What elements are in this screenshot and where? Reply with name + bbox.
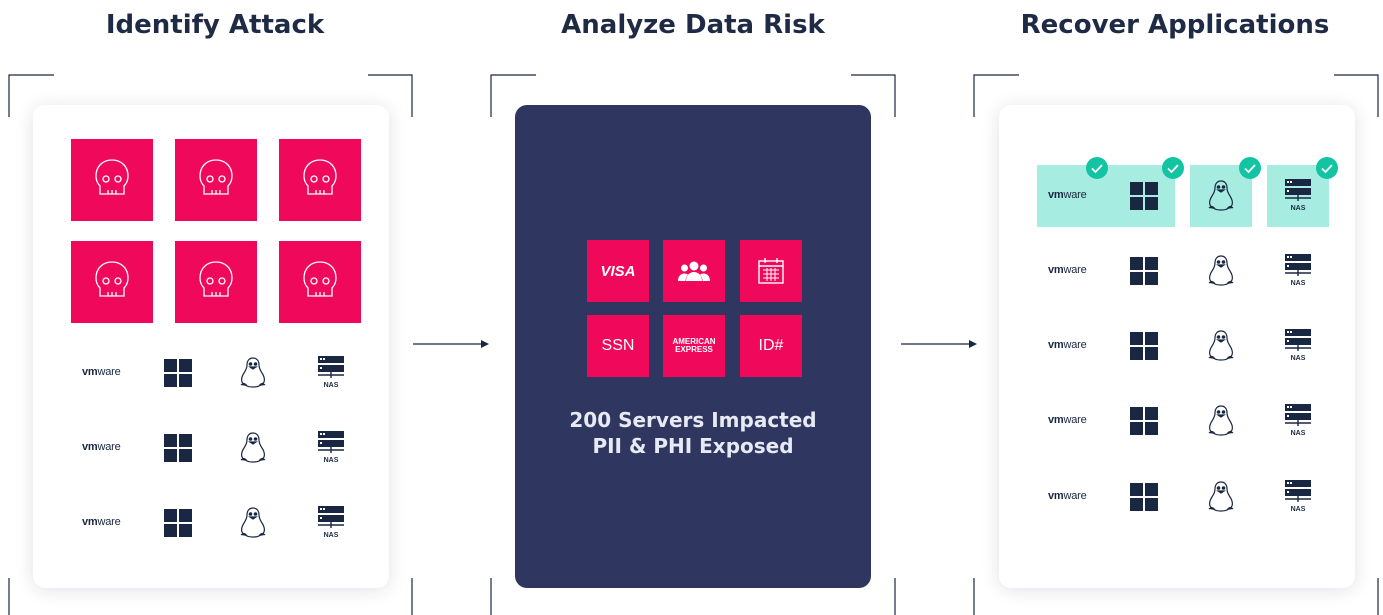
calendar-icon [740,240,802,302]
vmware-logo: vmware [82,366,121,378]
vmware-icon: vmware [1048,264,1087,276]
vmware-logo: vmware [82,516,121,528]
linux-icon [1207,480,1235,518]
svg-text:NAS: NAS [324,532,339,539]
skull-icon [196,259,236,307]
vmware-icon: vmware [82,441,121,453]
linux-icon [1207,329,1235,367]
svg-text:NAS: NAS [1291,355,1306,362]
arrow-right-icon [413,340,489,348]
windows-icon [164,359,192,391]
check-icon [1086,157,1108,179]
windows-icon [164,434,192,466]
windows-icon [1130,182,1158,214]
vmware-icon: vmware [82,366,121,378]
windows-icon [1130,483,1158,515]
ssn-icon: SSN [587,315,649,377]
impact-line-1: 200 Servers Impacted [569,408,817,432]
check-icon [1162,157,1184,179]
nas-icon: NAS [316,356,346,398]
impact-line-2: PII & PHI Exposed [592,434,794,458]
people-icon [663,240,725,302]
visa-card-icon: VISA [587,240,649,302]
stage-title-recover: Recover Applications [1020,10,1330,40]
linux-icon [239,356,267,394]
vmware-logo: vmware [82,441,121,453]
vmware-logo: vmware [1048,339,1087,351]
windows-icon [1130,257,1158,289]
arrow-right-icon [901,340,977,348]
threat-tile [279,241,361,323]
vmware-logo: vmware [1048,490,1087,502]
vmware-icon: vmware [1048,490,1087,502]
svg-text:NAS: NAS [324,457,339,464]
skull-icon [300,259,340,307]
vmware-logo: vmware [1048,189,1087,201]
skull-icon [196,157,236,205]
threat-tile [71,241,153,323]
vmware-logo: vmware [1048,414,1087,426]
windows-icon [1130,332,1158,364]
nas-icon: NAS [1283,329,1313,371]
threat-tile [71,139,153,221]
nas-icon: NAS [1283,480,1313,522]
linux-icon [1207,404,1235,442]
skull-icon [92,259,132,307]
linux-icon [239,506,267,544]
linux-icon [1207,254,1235,292]
vmware-logo: vmware [1048,264,1087,276]
nas-icon: NAS [1283,254,1313,296]
svg-text:NAS: NAS [1291,205,1306,212]
recovered-tile [1037,165,1124,227]
nas-icon: NAS [316,431,346,473]
nas-icon: NAS [1283,404,1313,446]
stage-title-analyze: Analyze Data Risk [561,10,825,40]
check-icon [1239,157,1261,179]
stage-title-identify: Identify Attack [105,10,325,40]
windows-icon [164,509,192,541]
linux-icon [239,431,267,469]
svg-text:NAS: NAS [1291,280,1306,287]
threat-tile [279,139,361,221]
vmware-icon: vmware [1048,189,1087,201]
amex-card-icon: AMERICAN EXPRESS [663,315,725,377]
vmware-icon: vmware [1048,414,1087,426]
threat-tile [175,139,257,221]
svg-text:NAS: NAS [1291,506,1306,513]
skull-icon [300,157,340,205]
skull-icon [92,157,132,205]
vmware-icon: vmware [1048,339,1087,351]
svg-text:NAS: NAS [1291,430,1306,437]
id-icon: ID# [740,315,802,377]
nas-icon: NAS [1283,179,1313,221]
linux-icon [1207,179,1235,217]
threat-tile [175,241,257,323]
windows-icon [1130,407,1158,439]
vmware-icon: vmware [82,516,121,528]
check-icon [1316,157,1338,179]
svg-text:NAS: NAS [324,382,339,389]
nas-icon: NAS [316,506,346,548]
